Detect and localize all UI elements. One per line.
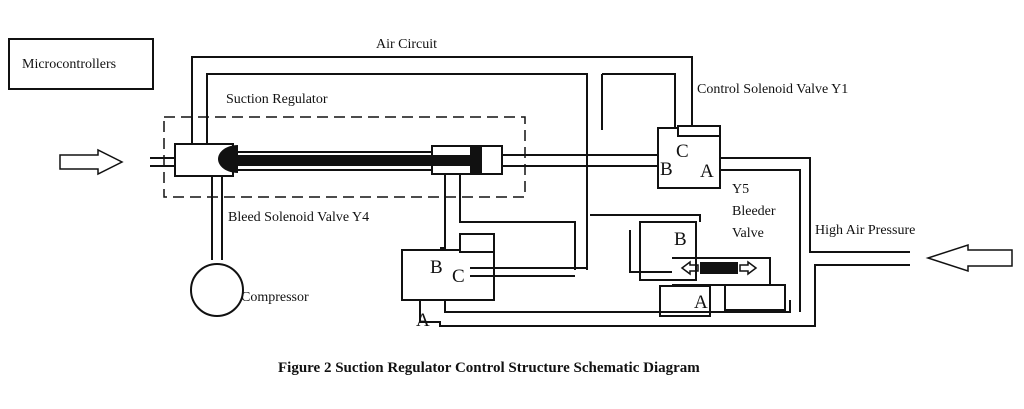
y1-to-y5-pipe: [590, 214, 701, 273]
y5-right-block: [724, 284, 786, 311]
y1-port-b: B: [660, 159, 673, 180]
high-pressure-arrow-icon: [925, 243, 1013, 273]
y4-port-c: C: [452, 266, 465, 287]
y1-port-a: A: [700, 161, 714, 182]
y5-port-b: B: [674, 229, 687, 250]
piston-head-right: [470, 147, 482, 173]
y4-valve-step: [459, 233, 495, 253]
y5-valve-body: [639, 221, 697, 281]
suction-regulator-label: Suction Regulator: [226, 92, 328, 107]
y4-c-outlet-pipe: [470, 267, 587, 277]
air-circuit-outer-pipe: [191, 56, 693, 145]
air-circuit-label: Air Circuit: [376, 37, 437, 52]
y5-port-a: A: [694, 292, 708, 313]
microcontrollers-box: [8, 38, 154, 90]
y5-right-arrow-icon: [739, 260, 758, 276]
y4-port-b: B: [430, 257, 443, 278]
y1-valve-body: [657, 127, 721, 189]
microcontrollers-label: Microcontrollers: [22, 57, 116, 72]
figure-caption: Figure 2 Suction Regulator Control Struc…: [278, 360, 700, 376]
bleeder-valve-label-1: Y5: [732, 182, 749, 197]
piston-rod: [230, 155, 478, 166]
regulator-to-y4-pipe: [440, 174, 576, 270]
air-circuit-inner-pipe: [206, 73, 588, 270]
control-solenoid-valve-label: Control Solenoid Valve Y1: [697, 82, 848, 97]
y1-valve-top: [677, 125, 721, 137]
y1-port-c: C: [676, 141, 689, 162]
y5-valve-inner: [672, 257, 771, 286]
air-circuit-inner-right-pipe: [601, 73, 676, 130]
y4-a-return-pipe: [419, 264, 910, 327]
compressor-pipe: [211, 176, 223, 260]
inlet-arrow-icon: [59, 148, 124, 176]
y5-valve-spool: [700, 262, 738, 274]
y4-port-a: A: [416, 310, 430, 331]
piston-head-left: [218, 145, 238, 173]
inlet-pipe: [150, 157, 175, 167]
y5-left-arrow-icon: [680, 260, 699, 276]
high-air-pressure-label: High Air Pressure: [815, 223, 915, 238]
bleeder-valve-label-2: Bleeder: [732, 204, 776, 219]
compressor-label: Compressor: [241, 290, 309, 305]
compressor-symbol: [190, 263, 244, 317]
regulator-to-y1-pipe: [502, 154, 660, 167]
bleed-solenoid-valve-label: Bleed Solenoid Valve Y4: [228, 210, 369, 225]
bleeder-valve-label-3: Valve: [732, 226, 764, 241]
y1-to-high-pressure-pipe: [720, 157, 910, 312]
regulator-body-pipe: [233, 151, 432, 171]
